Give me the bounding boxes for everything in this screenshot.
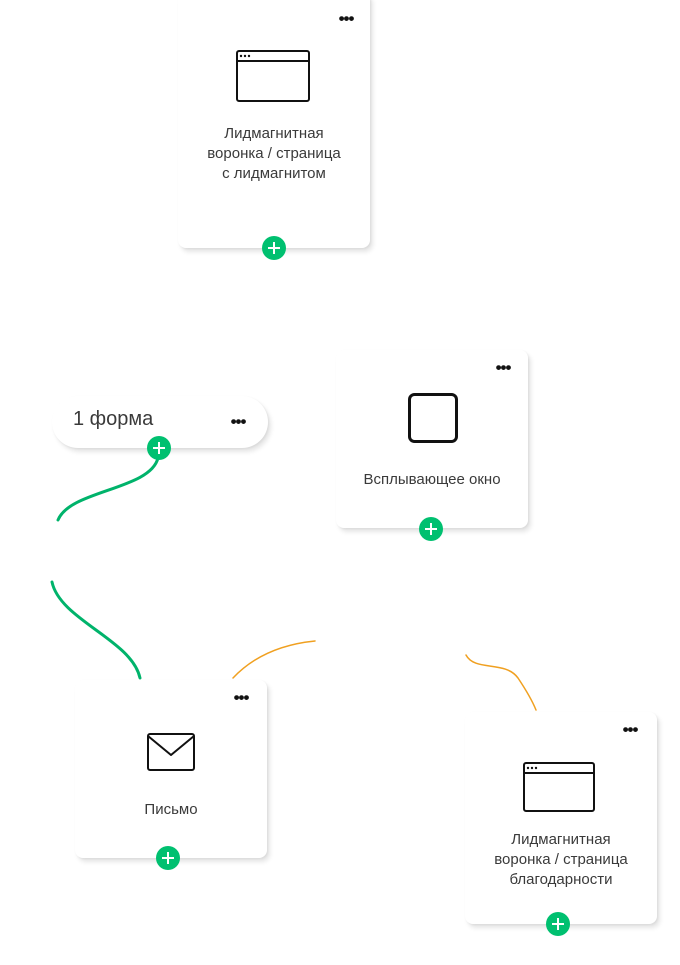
add-step-button[interactable]	[262, 236, 286, 260]
add-step-button[interactable]	[147, 436, 171, 460]
node-thankyou-page[interactable]: ••• Лидмагнитная воронка / страница благ…	[465, 712, 657, 936]
add-step-button[interactable]	[156, 846, 180, 870]
node-label: Всплывающее окно	[363, 471, 501, 488]
connector-email-to-popup	[232, 640, 316, 679]
node-label: Лидмагнитная воронка / страница с лидмаг…	[207, 125, 341, 182]
envelope-icon	[147, 733, 195, 771]
node-leadmagnet-page[interactable]: ••• Лидмагнитная воронка / страница с ли…	[178, 0, 370, 260]
add-step-button[interactable]	[546, 912, 570, 936]
more-options-button[interactable]: •••	[622, 720, 639, 739]
more-options-button[interactable]: •••	[233, 688, 250, 707]
node-label: Письмо	[144, 801, 198, 818]
browser-window-icon	[523, 762, 595, 812]
node-email[interactable]: ••• Письмо	[75, 680, 267, 870]
square-icon	[408, 393, 458, 443]
node-form[interactable]: 1 форма •••	[52, 396, 268, 460]
connector-form-to-email-end	[50, 580, 142, 680]
more-options-button[interactable]: •••	[338, 9, 355, 28]
add-step-button[interactable]	[419, 517, 443, 541]
more-options-button[interactable]: •••	[495, 358, 512, 377]
form-title: 1 форма	[73, 408, 154, 430]
more-options-button[interactable]: •••	[230, 412, 247, 431]
connector-popup-to-thankyou	[465, 654, 537, 711]
node-popup[interactable]: ••• Всплывающее окно	[336, 350, 528, 541]
browser-window-icon	[236, 50, 310, 102]
node-label: Лидмагнитная воронка / страница благодар…	[494, 831, 628, 888]
connector-form-to-email-start	[56, 456, 160, 522]
